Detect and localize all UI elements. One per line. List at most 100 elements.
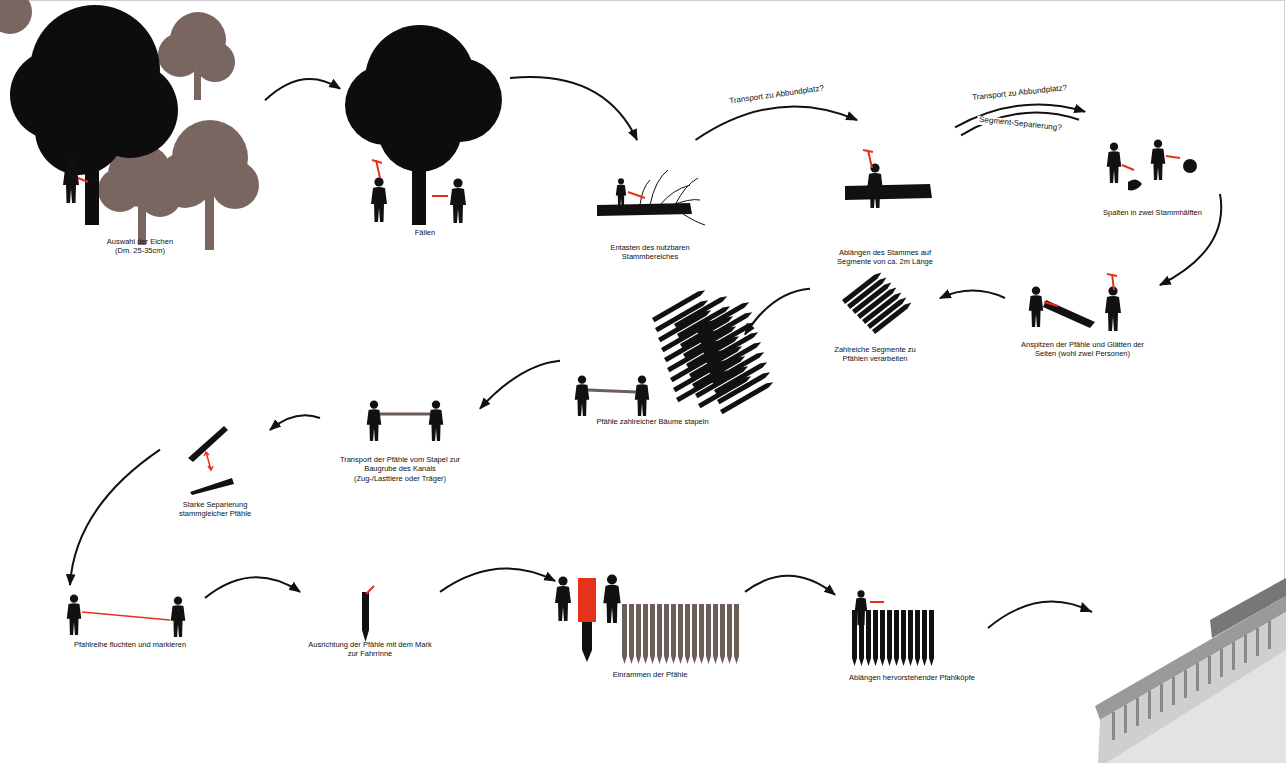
illustration-part: [676, 368, 730, 402]
segments: [842, 270, 913, 333]
process-step: Entasten des nutzbaren Stammbereiches: [585, 140, 715, 262]
pile: [852, 610, 857, 666]
pile: [866, 610, 871, 666]
canal-post: [1244, 635, 1247, 663]
pile: [915, 610, 920, 666]
canal-post: [1112, 712, 1115, 740]
illustration-part: [1151, 139, 1166, 180]
illustration-part: [67, 594, 82, 635]
illustration-part: [1107, 274, 1117, 290]
illustration-part: [1098, 612, 1286, 763]
flow-arrow: [70, 450, 160, 585]
pole: [1043, 300, 1095, 328]
illustration-part: [675, 178, 698, 205]
illustration-part: [616, 178, 626, 207]
illustration-part: [371, 177, 387, 222]
pole: [698, 374, 752, 408]
illustration-space: [560, 295, 745, 417]
illustration-part: [78, 178, 88, 182]
canal-section: [1095, 578, 1286, 763]
illustration-part: [575, 375, 590, 416]
process-step: Zahlreiche Segmente zu Pfählen verarbeit…: [810, 270, 940, 364]
pile: [678, 604, 683, 664]
illustration-part: [63, 158, 79, 203]
flow-arrow: [205, 577, 300, 598]
selected-oak: [10, 5, 178, 225]
pile: [664, 604, 669, 664]
pile: [643, 604, 648, 664]
illustration-part: [1166, 156, 1180, 158]
step-caption: Pfähle zahlreicher Bäume stapeln: [573, 417, 733, 426]
illustration-part: [680, 212, 705, 225]
process-step: Pfahlreihe fluchten und markieren: [55, 585, 205, 649]
illustration-part: [429, 400, 444, 441]
illustration-part: [1044, 302, 1058, 306]
pile: [880, 610, 885, 666]
process-step: Ablängen hervorstehender Pfahlköpfe: [835, 585, 989, 682]
illustration-space: [1005, 272, 1160, 340]
step-caption: Spalten in zwei Stammhälften: [1092, 208, 1214, 217]
illustration-space: [835, 585, 989, 673]
illustration-part: [1210, 578, 1286, 638]
illustration-space: [815, 120, 955, 248]
illustration-space: [320, 390, 480, 455]
illustration-space: [555, 570, 745, 670]
illustration-part: [867, 163, 883, 208]
canal-post: [1136, 698, 1139, 726]
pole: [872, 300, 913, 333]
illustration-part: [640, 180, 650, 205]
pile: [650, 604, 655, 664]
pile: [699, 604, 704, 664]
pile: [671, 604, 676, 664]
step-caption: Ablängen hervorstehender Pfahlköpfe: [837, 673, 987, 682]
illustration-part: [194, 70, 201, 100]
pile-row: [852, 610, 934, 666]
illustration-part: [628, 192, 645, 198]
illustration-space: [15, 5, 265, 237]
step-caption: Ausrichtung der Pfähle mit dem Mark zur …: [305, 640, 435, 659]
illustration-space: [340, 25, 510, 228]
illustration-part: [698, 374, 752, 408]
canal-post: [1220, 649, 1223, 677]
flow-arrow: [696, 106, 858, 140]
step-caption: Entasten des nutzbaren Stammbereiches: [605, 243, 695, 262]
pile: [636, 604, 641, 664]
illustration-part: [1029, 286, 1044, 327]
illustration-part: [450, 178, 466, 223]
illustration-part: [872, 300, 913, 333]
illustration-space: [55, 585, 205, 640]
arrow-to-canal: [988, 602, 1092, 628]
pile: [922, 610, 927, 666]
pile: [720, 604, 725, 664]
illustration-part: [870, 601, 884, 603]
illustration-part: [35, 85, 125, 175]
flow-arrow: [480, 361, 560, 409]
canal-post: [1256, 628, 1259, 656]
illustration-part: [1107, 142, 1122, 183]
process-step: Starke Separierung stammgleicher Pfähle: [160, 420, 270, 519]
canal-post: [1208, 656, 1211, 684]
pile: [894, 610, 899, 666]
canal-post: [1172, 677, 1175, 705]
process-step: Ablängen des Stammes auf Segmente von ca…: [815, 120, 955, 267]
background-trees: [0, 0, 259, 250]
edge-label: Transport zu Abbundplatz?: [726, 84, 826, 107]
illustration-part: [650, 170, 668, 205]
illustration-part: [205, 195, 214, 250]
pile: [692, 604, 697, 664]
illustration-part: [863, 150, 873, 168]
step-caption: Anspitzen der Pfähle und Glätten der Sei…: [1012, 340, 1154, 359]
pile: [887, 610, 892, 666]
illustration-part: [0, 0, 32, 34]
canal-post: [1124, 705, 1127, 733]
illustration-space: [585, 140, 715, 243]
illustration-part: [367, 400, 382, 441]
illustration-part: [157, 152, 213, 208]
pole: [676, 368, 730, 402]
illustration-space: [300, 580, 440, 640]
pile: [629, 604, 634, 664]
arrowhead: [1080, 602, 1092, 612]
canal-post: [1184, 670, 1187, 698]
